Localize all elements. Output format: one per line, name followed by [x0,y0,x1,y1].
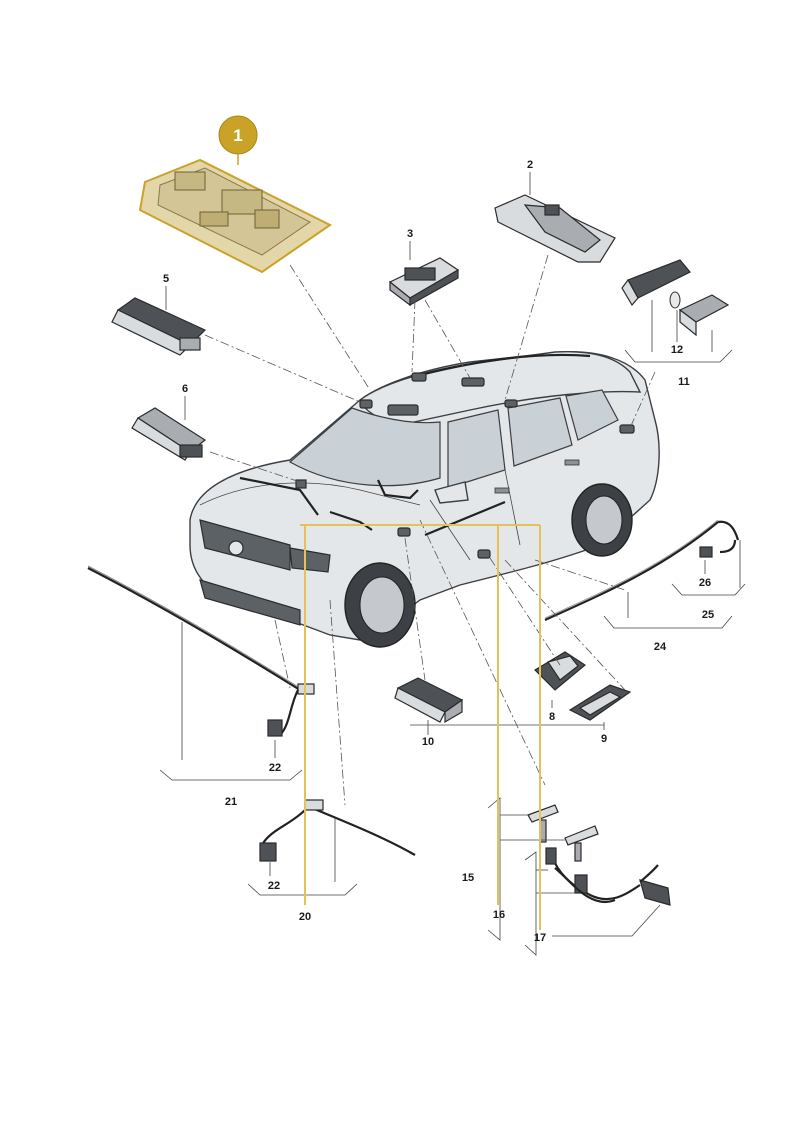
part-10-light-unit[interactable] [394,677,464,724]
part-8-housing[interactable] [534,651,587,691]
part-26-connector[interactable] [699,546,713,558]
label-3: 3 [407,228,413,240]
part-5-door-light[interactable] [111,297,207,356]
part-20-light-strip[interactable] [261,799,416,856]
part-16-sensor-a[interactable] [527,804,559,843]
label-24: 24 [654,641,667,653]
label-25: 25 [702,609,714,621]
badge-label: 1 [233,126,242,145]
label-20: 20 [299,911,311,923]
part-1-overhead-console[interactable] [138,158,332,274]
part-16-sensor-b[interactable] [564,825,599,862]
label-10: 10 [422,736,434,748]
label-12: 12 [671,344,683,356]
label-8: 8 [549,711,555,723]
part-12-bulb[interactable] [669,291,681,309]
part-17-wiring[interactable] [545,847,671,906]
label-9: 9 [601,733,607,745]
label-22b: 22 [268,880,280,892]
label-2: 2 [527,159,533,171]
label-5: 5 [163,273,169,285]
part-22-connector-b[interactable] [259,842,277,862]
label-22a: 22 [269,762,281,774]
label-11: 11 [678,376,690,388]
label-15: 15 [462,872,474,884]
part-3-reading-light[interactable] [388,257,460,307]
part-2-roof-light[interactable] [494,194,616,263]
label-21: 21 [225,796,237,808]
label-26: 26 [699,577,711,589]
part-24-light-strip[interactable] [544,519,740,622]
part-9-lens-frame[interactable] [568,684,632,721]
part-22-connector-a[interactable] [267,719,283,737]
vehicle-illustration [189,350,660,648]
part-6-interior-light[interactable] [131,407,207,461]
part-1-badge[interactable]: 1 [218,115,258,165]
part-11-light-assembly[interactable] [621,259,730,337]
label-6: 6 [182,383,188,395]
label-17: 17 [534,932,546,944]
label-16: 16 [493,909,505,921]
